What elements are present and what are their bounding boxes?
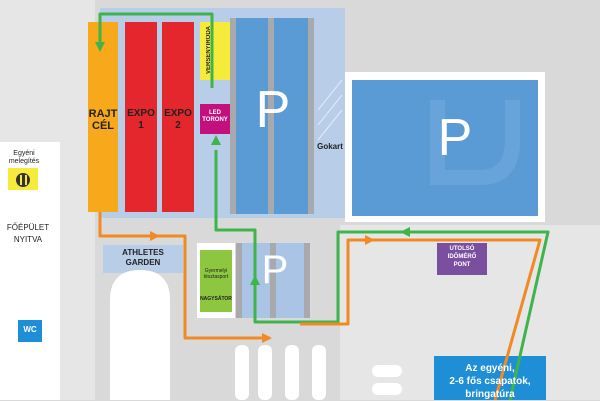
green-route: [98, 12, 550, 400]
info-box: [434, 356, 546, 400]
expo2-block: [162, 22, 194, 212]
athletes-garden-box: [103, 245, 183, 273]
parking-small-label: P: [261, 248, 289, 292]
nagysator-label: NAGYSÁTOR: [200, 296, 232, 302]
gokart-track: [316, 50, 344, 210]
wc-label: WC: [23, 325, 37, 334]
timing-point-box: [437, 243, 487, 275]
parking-stalls: [235, 345, 402, 400]
led-torony-block: [200, 104, 230, 134]
wc-box: [18, 320, 42, 342]
versenyiroda-block: [200, 22, 230, 80]
track-curve: [110, 270, 170, 400]
parking-right-label: P: [437, 109, 473, 167]
arrow-icon: [95, 42, 410, 285]
gokart-label: Gokart: [317, 142, 343, 151]
start-finish-block: [88, 22, 118, 212]
versenyiroda-label: VERSENYIRODA: [206, 26, 212, 75]
info-box-label: Az egyéni,2-6 fős csapatok,bringatúra: [449, 363, 531, 400]
hall-columns: [230, 18, 314, 214]
expo1-block: [125, 22, 157, 212]
orange-route: [98, 212, 542, 400]
parking-hall-label: P: [255, 81, 291, 139]
gyermekei-box: [200, 250, 232, 312]
arrow-icon: [150, 231, 375, 343]
cutlery-icon: [16, 173, 30, 187]
